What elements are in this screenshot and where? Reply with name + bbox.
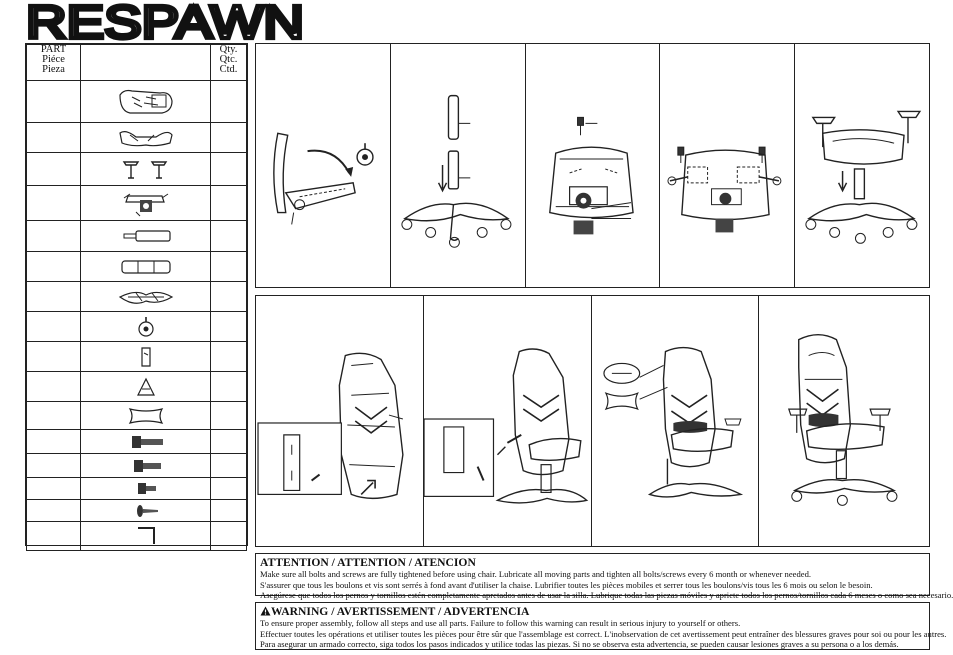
step-5-panel — [795, 44, 929, 287]
attention-line-en: Make sure all bolts and screws are fully… — [260, 569, 812, 579]
attach-backrest-icon — [257, 352, 404, 500]
steps-bottom — [255, 295, 930, 547]
svg-text:RESPAWN: RESPAWN — [26, 0, 304, 48]
caster-icon — [137, 316, 154, 337]
attention-line-fr: S'assurer que tous les boulons et vis so… — [260, 579, 873, 590]
warning-triangle-icon — [260, 606, 271, 616]
warning-line-fr: Effectuer toutes les opérations et utili… — [260, 628, 947, 639]
step-9-panel — [759, 296, 929, 546]
attach-side-covers-icon — [423, 348, 588, 504]
part-cell — [26, 80, 81, 123]
step-8-panel — [592, 296, 760, 546]
step-3-panel — [526, 44, 661, 287]
attention-line-es: Asegúrese que todos los pernos y tornill… — [260, 590, 953, 601]
respawn-logo: RESPAWN — [24, 0, 306, 50]
attach-armrests-icon — [667, 146, 782, 233]
parts-table: PART Piéce Pieza Qty. Qtc. Ctd. — [25, 43, 248, 551]
insert-gas-lift-icon — [401, 94, 512, 248]
base-icon — [118, 291, 173, 304]
step-1-panel — [256, 44, 391, 287]
gas-lift-icon — [123, 230, 171, 242]
bracket-cover-icon — [136, 377, 155, 396]
warning-line-en: To ensure proper assembly, follow all st… — [260, 618, 741, 628]
seat-icon — [118, 130, 173, 146]
step-7-panel — [423, 296, 592, 546]
seat-mechanism-icon — [123, 193, 168, 217]
mount-seat-on-base-icon — [805, 110, 922, 244]
lumbar-pillow-icon — [128, 407, 163, 424]
picture-header — [80, 44, 211, 81]
step-6-panel — [256, 296, 424, 546]
attach-casters-to-base-icon — [273, 132, 374, 225]
bolt-icon — [133, 459, 161, 472]
qty-header: Qty. Qtc. Ctd. — [210, 44, 247, 81]
screw-icon — [136, 504, 158, 517]
warning-line-es: Para asegurar un armado correcto, siga t… — [260, 639, 899, 650]
warning-box: WARNING / AVERTISSEMENT / ADVERTENCIA To… — [255, 602, 947, 650]
attention-title: ATTENTION / ATTENTION / ATENCION — [260, 556, 476, 569]
backrest-icon — [118, 89, 173, 114]
step-4-panel — [660, 44, 796, 287]
cylinder-cover-icon — [120, 259, 171, 274]
attention-box: ATTENTION / ATTENTION / ATENCION Make su… — [255, 553, 953, 600]
part-header: PART Piéce Pieza — [26, 44, 81, 81]
long-bolt-icon — [131, 435, 163, 448]
step-2-panel — [391, 44, 526, 287]
add-pillows-icon — [602, 346, 743, 498]
finished-chair-icon — [788, 333, 898, 506]
side-cover-icon — [140, 346, 151, 367]
attach-mechanism-to-seat-icon — [548, 116, 634, 235]
hex-key-icon — [137, 527, 155, 544]
short-bolt-icon — [137, 482, 156, 494]
steps-top — [255, 43, 930, 288]
warning-title: WARNING / AVERTISSEMENT / ADVERTENCIA — [260, 605, 925, 618]
armrests-icon — [122, 161, 167, 179]
